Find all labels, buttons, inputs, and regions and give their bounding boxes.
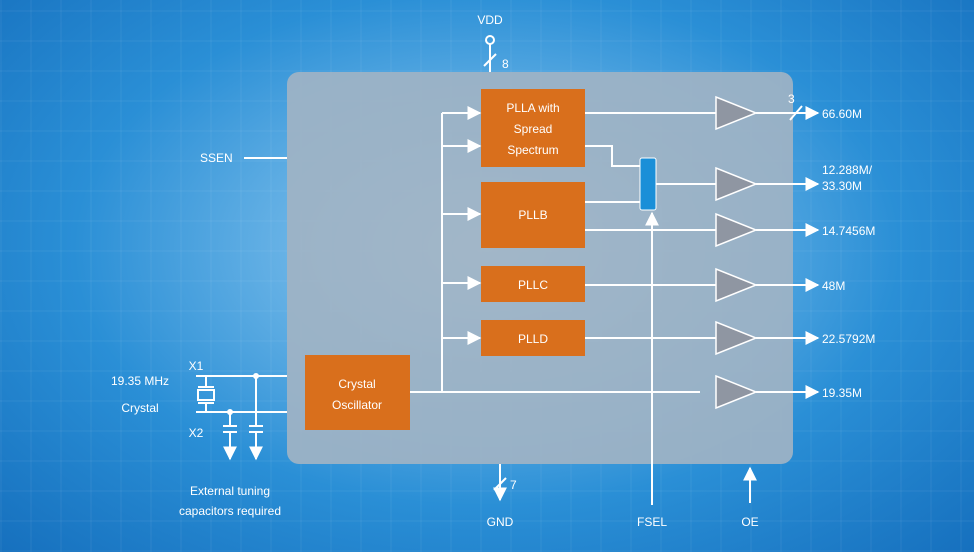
gnd-bus-count: 7 (510, 478, 517, 492)
gnd-bus-slash (493, 477, 507, 491)
plla-label-3: Spectrum (507, 143, 558, 157)
pllb-label: PLLB (518, 208, 547, 222)
vdd-bus-slash (483, 53, 497, 67)
output-mux (639, 157, 657, 211)
crystal-symbol (197, 389, 215, 401)
buffer-6 (715, 374, 759, 410)
note-line-1: External tuning (190, 484, 270, 498)
vdd-terminal (485, 35, 495, 45)
plld-label: PLLD (518, 332, 548, 346)
output-6-label: 19.35M (822, 386, 862, 400)
output-1-bus-count: 3 (788, 92, 795, 106)
note-line-2: capacitors required (179, 504, 281, 518)
buffer-2 (715, 166, 759, 202)
x2-label: X2 (189, 426, 204, 440)
pllc-label: PLLC (518, 278, 548, 292)
buffer-3 (715, 212, 759, 248)
pllb-block (481, 182, 585, 248)
vdd-bus-count: 8 (502, 57, 509, 71)
buffer-5 (715, 320, 759, 356)
oe-label: OE (741, 515, 758, 529)
output-1-bus-slash (789, 105, 803, 121)
output-2-label-1: 12.288M/ (822, 163, 873, 177)
plla-block (481, 89, 585, 167)
osc-label-2: Oscillator (332, 398, 382, 412)
output-5-label: 22.5792M (822, 332, 875, 346)
plla-to-mux-wire (585, 145, 640, 167)
output-3-label: 14.7456M (822, 224, 875, 238)
crystal-oscillator-block (305, 355, 410, 430)
vdd-label: VDD (477, 13, 503, 27)
output-2-label-2: 33.30M (822, 179, 862, 193)
buffer-1 (715, 95, 759, 131)
plla-label-1: PLLA with (506, 101, 559, 115)
x1-label: X1 (189, 359, 204, 373)
plld-block (481, 320, 585, 356)
output-4-label: 48M (822, 279, 845, 293)
crystal-freq-label: 19.35 MHz (111, 374, 169, 388)
pllc-block (481, 266, 585, 302)
gnd-label: GND (487, 515, 514, 529)
crystal-label: Crystal (121, 401, 158, 415)
output-1-label: 66.60M (822, 107, 862, 121)
fsel-label: FSEL (637, 515, 667, 529)
osc-label-1: Crystal (338, 377, 375, 391)
plla-label-2: Spread (514, 122, 553, 136)
ssen-label: SSEN (200, 151, 233, 165)
buffer-4 (715, 267, 759, 303)
